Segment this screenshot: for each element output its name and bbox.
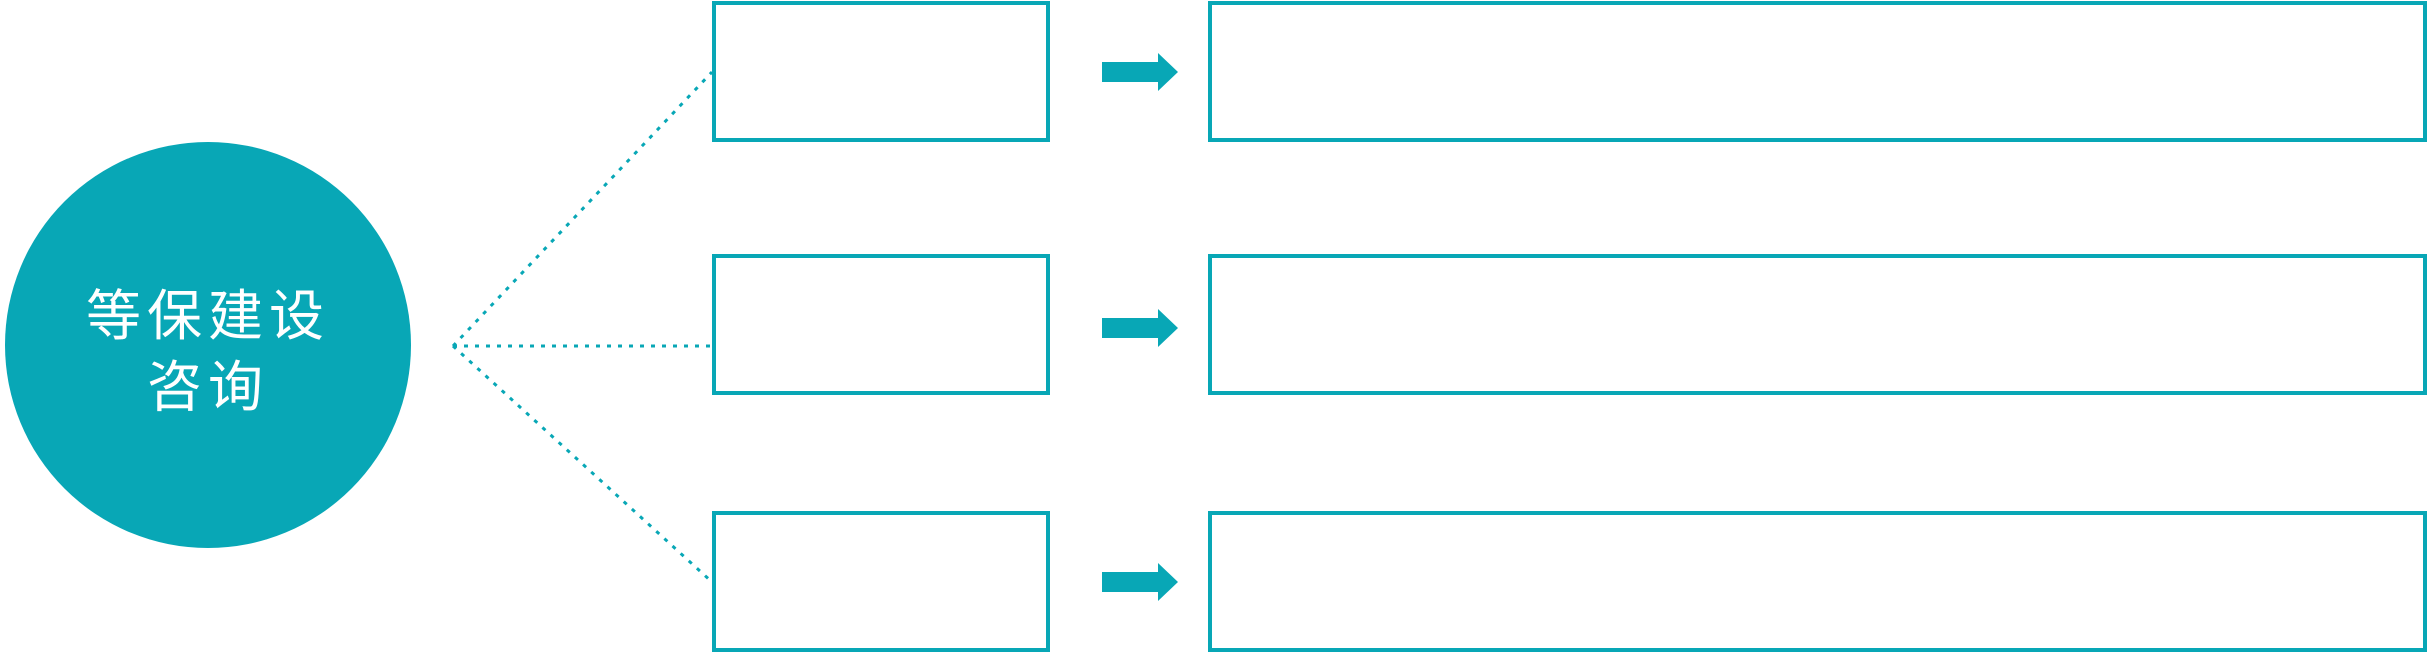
detail-box-2 (1208, 254, 2427, 395)
root-node-label: 等保建设 咨询 (86, 281, 330, 424)
connector-line-top (451, 70, 714, 348)
root-node-circle: 等保建设 咨询 (5, 142, 411, 548)
branch-box-1 (712, 1, 1050, 142)
root-node-label-line2: 咨询 (146, 356, 269, 418)
detail-box-3 (1208, 511, 2427, 652)
detail-box-1 (1208, 1, 2427, 142)
arrow-right-icon (1102, 53, 1178, 91)
branch-box-2 (712, 254, 1050, 395)
connector-line-bottom (451, 344, 714, 584)
branch-box-3 (712, 511, 1050, 652)
arrow-right-icon (1102, 309, 1178, 347)
root-node-label-line1: 等保建设 (85, 284, 330, 347)
arrow-right-icon (1102, 563, 1178, 601)
